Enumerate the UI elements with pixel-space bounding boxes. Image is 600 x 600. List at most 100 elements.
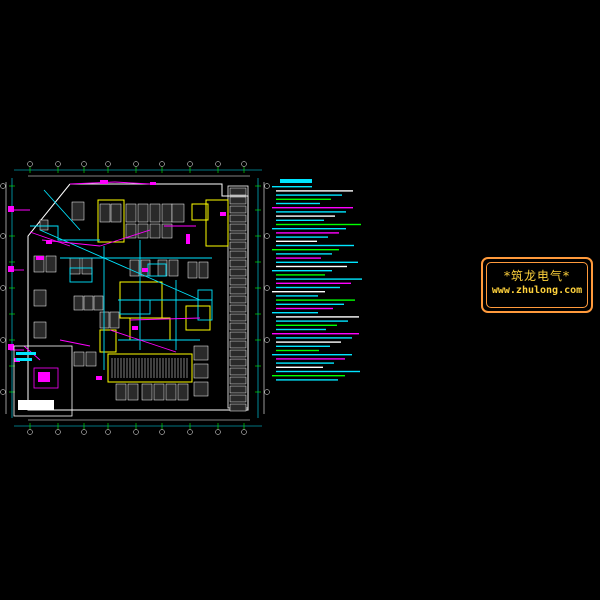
axis-bubble bbox=[133, 429, 139, 435]
note-text-line bbox=[272, 249, 339, 251]
east-parking-stall bbox=[229, 385, 247, 394]
title-block bbox=[13, 345, 73, 417]
note-text-line bbox=[276, 278, 362, 280]
note-text-line bbox=[272, 228, 346, 230]
axis-bubble bbox=[27, 429, 33, 435]
parking-stall bbox=[109, 311, 120, 329]
parking-stall bbox=[129, 259, 140, 277]
parking-stall bbox=[81, 257, 93, 275]
ramp-hatch bbox=[111, 358, 188, 378]
parking-stall bbox=[153, 383, 165, 401]
axis-bubble bbox=[55, 161, 61, 167]
note-text-line bbox=[276, 295, 318, 297]
note-text-line bbox=[272, 186, 312, 188]
east-parking-stall bbox=[229, 250, 247, 259]
axis-bubble bbox=[264, 233, 270, 239]
note-text-line bbox=[276, 240, 317, 242]
note-text-line bbox=[276, 345, 330, 347]
logo-inner-border bbox=[486, 262, 588, 308]
equipment-rooms bbox=[97, 199, 229, 383]
axis-bubble bbox=[81, 161, 87, 167]
east-parking-stall bbox=[229, 295, 247, 304]
note-text-line bbox=[276, 232, 339, 234]
axis-bubble bbox=[159, 161, 165, 167]
parking-stall bbox=[125, 223, 137, 239]
axis-bubble bbox=[27, 161, 33, 167]
east-parking-stall bbox=[229, 241, 247, 250]
east-parking-stall bbox=[229, 313, 247, 322]
axis-bubble bbox=[241, 429, 247, 435]
parking-stall bbox=[193, 363, 209, 379]
parking-stall bbox=[115, 383, 127, 401]
note-text-line bbox=[276, 257, 321, 259]
note-text-line bbox=[276, 349, 319, 352]
logo-url: www.zhulong.com bbox=[491, 285, 583, 296]
parking-stall bbox=[187, 261, 198, 279]
parking-stall bbox=[193, 345, 209, 361]
axis-bubble bbox=[133, 161, 139, 167]
east-parking-stall bbox=[229, 403, 247, 412]
note-text-line bbox=[272, 333, 359, 335]
axis-bubble bbox=[264, 285, 270, 291]
parking-stall bbox=[141, 383, 153, 401]
parking-stall bbox=[161, 223, 173, 239]
axis-bubble bbox=[241, 161, 247, 167]
east-parking-stall bbox=[229, 268, 247, 277]
parking-stall bbox=[85, 351, 97, 367]
parking-stall bbox=[137, 203, 149, 223]
note-text-line bbox=[272, 375, 345, 377]
east-parking-stall bbox=[229, 223, 247, 232]
east-parking-stall bbox=[229, 340, 247, 349]
note-text-line bbox=[276, 274, 325, 276]
parking-stalls bbox=[33, 201, 209, 401]
parking-stall bbox=[125, 203, 137, 223]
note-text-line bbox=[276, 320, 348, 322]
east-parking-stall bbox=[229, 394, 247, 403]
note-text-line bbox=[276, 190, 353, 192]
parking-stall bbox=[93, 295, 104, 311]
parking-stall bbox=[149, 203, 161, 223]
parking-stall bbox=[198, 261, 209, 279]
note-text-line bbox=[276, 316, 359, 318]
parking-stall bbox=[33, 289, 47, 307]
note-text-line bbox=[276, 307, 333, 310]
note-text-line bbox=[276, 194, 342, 196]
note-text-line bbox=[276, 303, 344, 305]
design-notes-text-lines bbox=[272, 186, 362, 381]
parking-stall bbox=[39, 219, 49, 231]
note-text-line bbox=[272, 312, 318, 314]
parking-stall bbox=[99, 203, 111, 223]
east-parking-stall bbox=[229, 322, 247, 331]
note-text-line bbox=[276, 299, 355, 301]
note-text-line bbox=[276, 370, 360, 373]
note-text-line bbox=[276, 211, 346, 213]
parking-stall bbox=[149, 223, 161, 239]
grid-axis-bubbles bbox=[0, 161, 270, 435]
east-parking-stall bbox=[229, 214, 247, 223]
note-text-line bbox=[276, 341, 341, 343]
note-text-line bbox=[276, 324, 337, 326]
east-parking-stall bbox=[229, 367, 247, 376]
east-parking-stall bbox=[229, 286, 247, 295]
axis-bubble bbox=[264, 337, 270, 343]
parking-stall bbox=[71, 201, 85, 221]
east-stall-column bbox=[229, 187, 247, 412]
note-text-line bbox=[276, 219, 324, 221]
parking-stall bbox=[73, 295, 84, 311]
east-parking-stall bbox=[229, 331, 247, 340]
note-text-line bbox=[276, 198, 331, 200]
axis-bubble bbox=[264, 183, 270, 189]
axis-bubble bbox=[215, 429, 221, 435]
zhulong-watermark-logo: *筑龙电气* www.zhulong.com bbox=[481, 257, 593, 313]
note-text-line bbox=[272, 207, 353, 209]
axis-bubble bbox=[215, 161, 221, 167]
note-text-line bbox=[272, 291, 325, 293]
axis-bubble bbox=[0, 337, 6, 343]
note-text-line bbox=[276, 244, 354, 247]
parking-stall bbox=[110, 203, 122, 223]
east-parking-stall bbox=[229, 304, 247, 313]
parking-stall bbox=[171, 203, 185, 223]
notes-heading-mark bbox=[280, 179, 312, 183]
axis-bubble bbox=[81, 429, 87, 435]
note-text-line bbox=[276, 202, 320, 205]
